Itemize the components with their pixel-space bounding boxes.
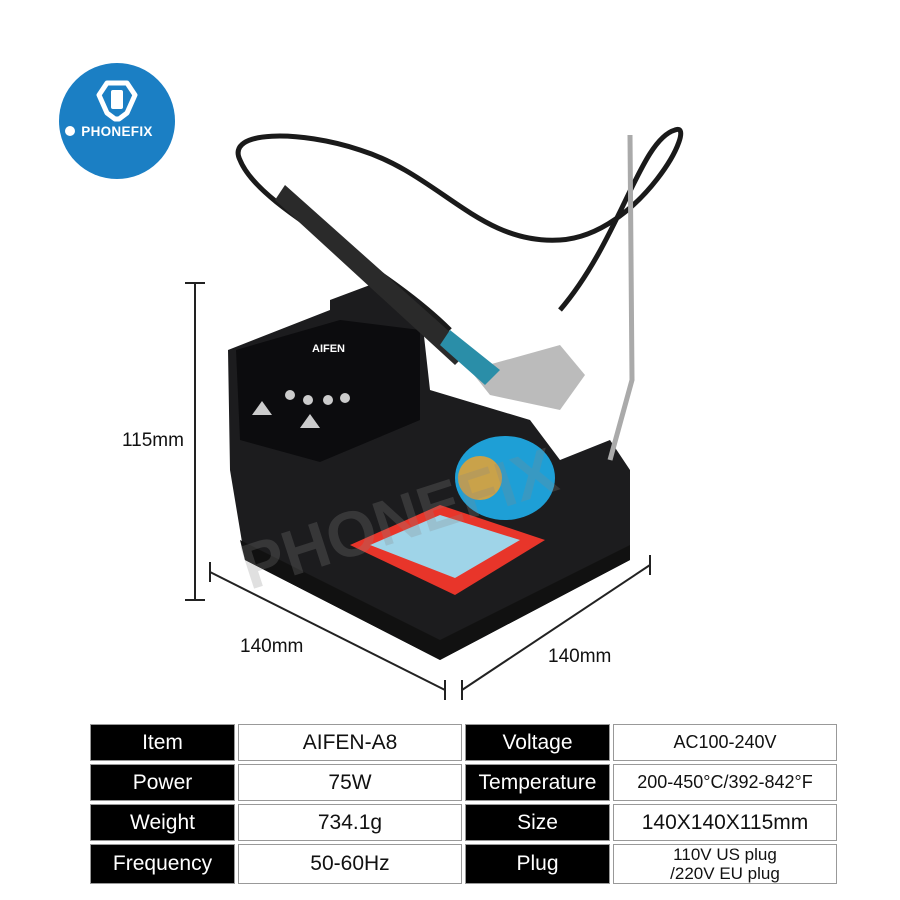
plug-eu: /220V EU plug bbox=[670, 864, 780, 883]
table-row: Power 75W Temperature 200-450°C/392-842°… bbox=[90, 764, 837, 801]
height-dimension-label: 115mm bbox=[122, 430, 184, 451]
spec-value: 200-450°C/392-842°F bbox=[613, 764, 837, 801]
spec-label: Item bbox=[90, 724, 235, 761]
spec-label: Weight bbox=[90, 804, 235, 841]
depth-dimension-label: 140mm bbox=[548, 646, 612, 667]
spec-value: 734.1g bbox=[238, 804, 462, 841]
spec-label: Voltage bbox=[465, 724, 610, 761]
logo-text: PHONEFIX bbox=[81, 124, 153, 139]
spec-label: Power bbox=[90, 764, 235, 801]
spec-value: AC100-240V bbox=[613, 724, 837, 761]
table-row: Item AIFEN-A8 Voltage AC100-240V bbox=[90, 724, 837, 761]
spec-label: Frequency bbox=[90, 844, 235, 884]
spec-label: Plug bbox=[465, 844, 610, 884]
spec-value: 50-60Hz bbox=[238, 844, 462, 884]
spec-value: AIFEN-A8 bbox=[238, 724, 462, 761]
table-row: Weight 734.1g Size 140X140X115mm bbox=[90, 804, 837, 841]
spec-value: 110V US plug/220V EU plug bbox=[613, 844, 837, 884]
dimension-lines bbox=[185, 282, 651, 700]
soldering-station-image: AIFEN PHONEFIX bbox=[185, 127, 684, 700]
phonefix-logo: PHONEFIX bbox=[59, 63, 175, 179]
svg-text:AIFEN: AIFEN bbox=[312, 343, 345, 355]
table-row: Frequency 50-60Hz Plug 110V US plug/220V… bbox=[90, 844, 837, 884]
spec-table: Item AIFEN-A8 Voltage AC100-240V Power 7… bbox=[87, 721, 840, 887]
spec-value: 140X140X115mm bbox=[613, 804, 837, 841]
width-dimension-label: 140mm bbox=[240, 636, 304, 657]
spec-label: Size bbox=[465, 804, 610, 841]
plug-us: 110V US plug bbox=[673, 845, 777, 864]
spec-value: 75W bbox=[238, 764, 462, 801]
spec-label: Temperature bbox=[465, 764, 610, 801]
wrench-phone-icon bbox=[65, 80, 138, 136]
